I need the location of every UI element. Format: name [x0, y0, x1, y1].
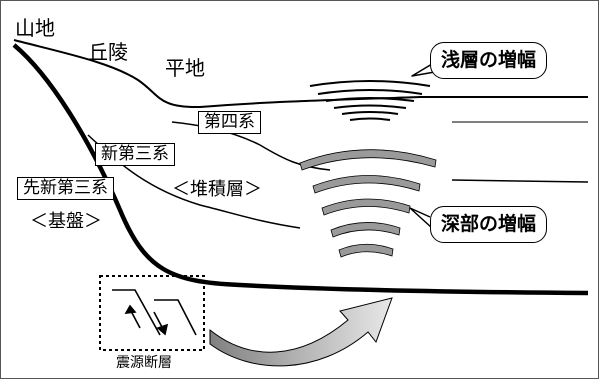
deep-band-3 [321, 198, 411, 216]
fault-arrow-up-head [124, 304, 137, 314]
shallow-arc-6 [349, 117, 391, 121]
basement-boundary-line [12, 43, 589, 296]
neogene-label: 新第三系 [95, 143, 175, 166]
deep-band-4 [330, 222, 401, 238]
sediment-label: ＜堆積層＞ [172, 179, 262, 200]
shallow-arc-2 [317, 89, 423, 95]
fault-label: 震源断層 [116, 355, 172, 371]
quaternary-label: 第四系 [198, 111, 261, 134]
shallow-arc-5 [341, 111, 399, 115]
deep-callout-pointer [409, 207, 433, 229]
deep-band-5 [338, 243, 394, 258]
deep-amplification-callout: 深部の増幅 [430, 206, 548, 243]
shallow-arc-3 [325, 97, 415, 102]
shallow-arc-1 [309, 80, 431, 87]
fault-arrow-down-head [156, 323, 169, 336]
shallow-wave-arcs [309, 80, 431, 121]
terrain-plain-label: 平地 [165, 56, 205, 80]
terrain-hill-label: 丘陵 [88, 40, 128, 64]
fault-right-block [154, 299, 197, 336]
right-mid-layer-line [451, 179, 589, 183]
basement-label: ＜基盤＞ [30, 211, 102, 232]
fault-box [99, 275, 205, 351]
shallow-amplification-callout: 浅層の増幅 [430, 42, 548, 79]
terrain-mountain-label: 山地 [15, 16, 55, 40]
deep-band-2 [312, 175, 421, 194]
pre-neogene-label: 先新第三系 [17, 177, 114, 200]
fault-arrow-up [130, 310, 141, 329]
fault-left-block [112, 289, 161, 336]
shallow-arc-4 [333, 104, 407, 109]
deep-band-1 [299, 149, 437, 171]
fault-symbol [112, 289, 197, 336]
deep-wave-bands [299, 149, 437, 258]
propagation-arrow [209, 297, 393, 367]
